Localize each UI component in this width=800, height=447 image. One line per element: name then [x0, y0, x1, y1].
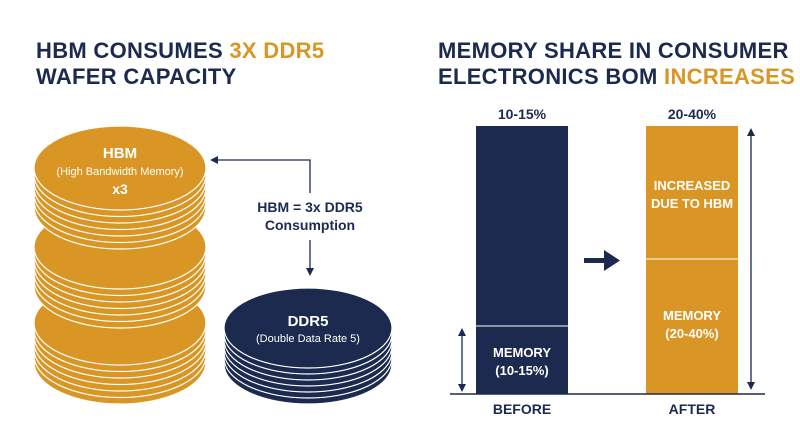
left-title: HBM CONSUMES 3X DDR5 WAFER CAPACITY: [36, 38, 324, 90]
right-title-line1: MEMORY SHARE IN CONSUMER: [438, 38, 789, 63]
left-title-line2: WAFER CAPACITY: [36, 64, 237, 89]
after-bar: [646, 126, 738, 394]
before-top-label: 10-15%: [498, 106, 547, 122]
right-title: MEMORY SHARE IN CONSUMER ELECTRONICS BOM…: [438, 38, 795, 90]
after-height-marker-icon: [747, 128, 755, 390]
right-title-line2: ELECTRONICS BOM INCREASES: [438, 64, 796, 89]
before-height-marker-icon: [458, 328, 466, 392]
right-arrow-icon: [584, 250, 620, 271]
before-memory-line2: (10-15%): [495, 363, 548, 378]
before-axis-label: BEFORE: [493, 401, 551, 417]
hbm-label: HBM: [103, 145, 137, 162]
after-memory-line2: (20-40%): [665, 326, 718, 341]
ddr5-wafer: [223, 287, 393, 369]
connector-arrow-to-hbm: [210, 156, 311, 193]
hbm-subtitle: (High Bandwidth Memory): [56, 166, 183, 178]
after-memory-line1: MEMORY: [663, 308, 721, 323]
relation-line2: Consumption: [265, 217, 355, 233]
before-bar: [476, 126, 568, 394]
after-increase-line1: INCREASED: [654, 178, 731, 193]
hbm-multiplier: x3: [112, 181, 128, 197]
after-increase-line2: DUE TO HBM: [651, 196, 733, 211]
after-axis-label: AFTER: [669, 401, 716, 417]
ddr5-wafer-stack: [223, 287, 393, 405]
relation-line1: HBM = 3x DDR5: [257, 199, 363, 215]
hbm-wafer-stack: [33, 125, 207, 405]
left-title-line1: HBM CONSUMES 3X DDR5: [36, 38, 325, 63]
before-memory-line1: MEMORY: [493, 345, 551, 360]
ddr5-label: DDR5: [288, 313, 329, 330]
ddr5-subtitle: (Double Data Rate 5): [256, 333, 360, 345]
hbm-wafer: [33, 125, 207, 211]
after-top-label: 20-40%: [668, 106, 717, 122]
